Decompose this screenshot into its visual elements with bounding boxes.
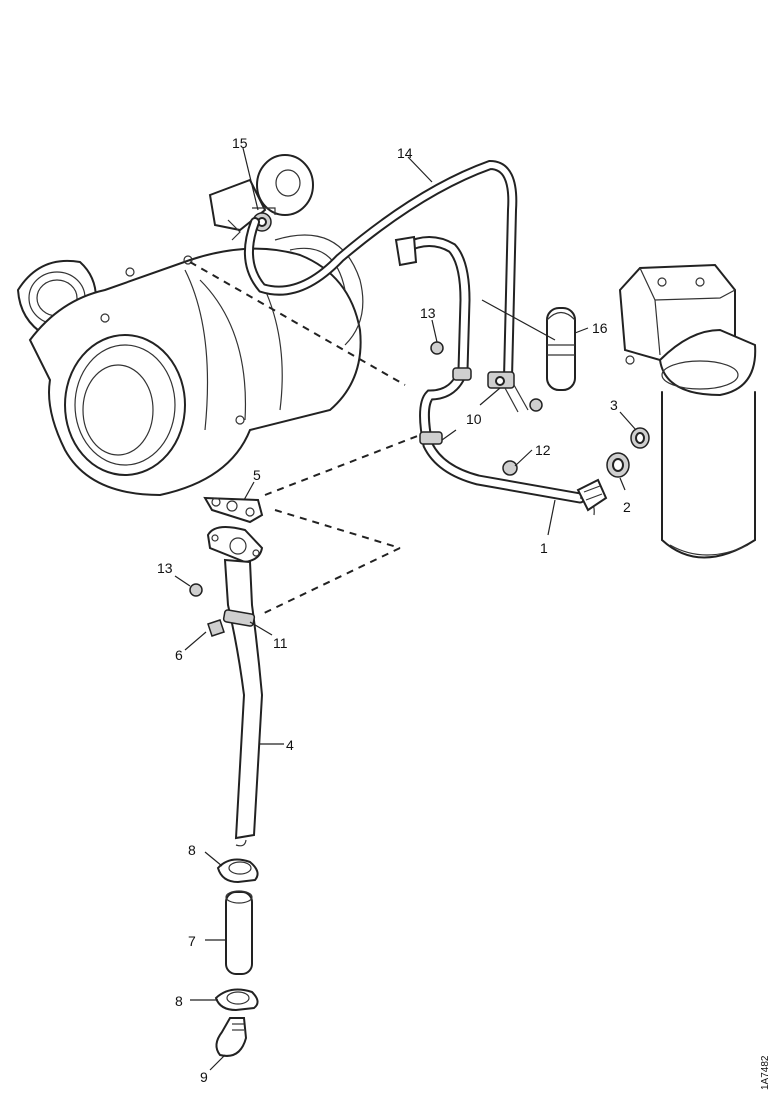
oil-drain-pipe-item-4 <box>206 525 264 847</box>
turbocharger <box>16 154 364 497</box>
hose-clamp-item-8-lower <box>214 988 259 1012</box>
hose-item-7 <box>225 890 253 975</box>
callout-8-lower: 8 <box>175 993 183 1009</box>
nut-item-6 <box>207 619 225 637</box>
seal-ring-item-3 <box>630 427 650 449</box>
oil-pipe-item-10 <box>394 235 595 516</box>
reference-code: 1A7482 <box>760 1055 771 1090</box>
washer-item-12 <box>502 398 543 476</box>
callout-10: 10 <box>466 411 482 427</box>
assembly-guide-lines <box>189 261 421 616</box>
callout-3: 3 <box>610 397 618 413</box>
callout-1: 1 <box>540 540 548 556</box>
nut-item-13-lower <box>189 583 203 597</box>
elbow-fitting-item-9 <box>215 1017 248 1057</box>
callout-11: 11 <box>273 635 288 651</box>
callout-2: 2 <box>623 499 631 515</box>
callout-12: 12 <box>535 442 551 458</box>
callout-14: 14 <box>397 145 413 161</box>
oil-supply-pipe-item-14 <box>243 159 518 383</box>
callout-9: 9 <box>200 1069 208 1085</box>
callout-6: 6 <box>175 647 183 663</box>
callout-16: 16 <box>592 320 608 336</box>
callout-5: 5 <box>253 467 261 483</box>
callout-8-upper: 8 <box>188 842 196 858</box>
callout-4: 4 <box>286 737 294 753</box>
callout-7: 7 <box>188 933 196 949</box>
hose-clamp-item-8-upper <box>216 858 259 884</box>
feed-line-item-1 <box>576 478 608 512</box>
oil-filter-housing <box>618 263 757 559</box>
adapter-item-2 <box>606 452 630 478</box>
gasket-item-5 <box>203 496 264 524</box>
leader-lines <box>174 147 637 1071</box>
hose-item-16 <box>546 307 576 391</box>
callout-13-upper: 13 <box>420 305 436 321</box>
callout-13-lower: 13 <box>157 560 173 576</box>
callout-labels: 15 14 13 16 10 12 3 2 1 5 13 6 11 4 8 7 … <box>157 135 631 1085</box>
nut-item-13-upper <box>430 341 444 355</box>
callout-15: 15 <box>232 135 248 151</box>
